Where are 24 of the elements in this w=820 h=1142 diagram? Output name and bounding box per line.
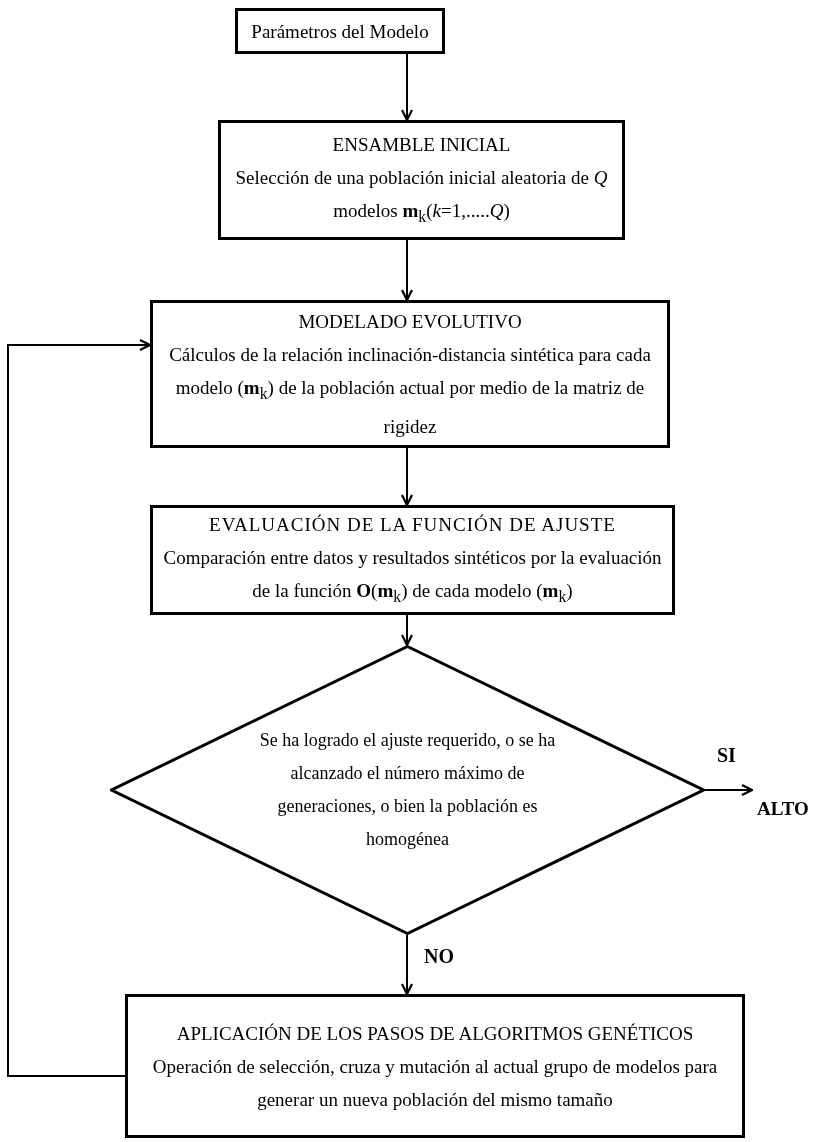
box-heading: APLICACIÓN DE LOS PASOS DE ALGORITMOS GENÉTICOS	[176, 1021, 694, 1046]
process-box	[125, 994, 745, 1138]
box-text: Operación de selección, cruza y mutación al actual grupo de modelos para generar un nueva población del mismo tamaño	[151, 1054, 719, 1112]
arrow	[400, 447, 414, 507]
box-text: Cálculos de la relación inclinación-distancia sintética para cada modelo (m$_{k}$) de la población actual por medio de la matriz de rigidez	[168, 343, 652, 439]
box-text: Parámetros del Modelo	[251, 19, 429, 44]
arrow	[400, 934, 414, 996]
arrow	[7, 338, 152, 1077]
process-box	[218, 120, 625, 240]
process-box	[150, 505, 675, 615]
arrow	[400, 614, 414, 647]
box-heading: ENSAMBLE INICIAL	[332, 132, 511, 157]
decision-diamond	[110, 645, 705, 935]
process-box	[150, 300, 670, 448]
box-heading: EVALUACIÓN DE LA FUNCIÓN DE AJUSTE	[209, 512, 616, 537]
box-text: Se ha logrado el ajuste requerido, o se ha alcanzado el número máximo de generaciones, o bien la población es homogénea	[258, 729, 557, 851]
arrow	[704, 783, 754, 797]
arrow	[400, 239, 414, 302]
process-box	[235, 8, 445, 54]
box-text: Comparación entre datos y resultados sintéticos por la evaluación de la función O(m$_{k}$) de cada modelo (m$_{k}$)	[162, 545, 663, 607]
box-text: Selección de una población inicial aleatoria de Q modelos m$_{k}$(k=1,.....Q)	[234, 165, 609, 227]
terminal-text: ALTO	[757, 798, 809, 820]
arrow	[400, 53, 414, 122]
box-heading: MODELADO EVOLUTIVO	[298, 310, 522, 335]
